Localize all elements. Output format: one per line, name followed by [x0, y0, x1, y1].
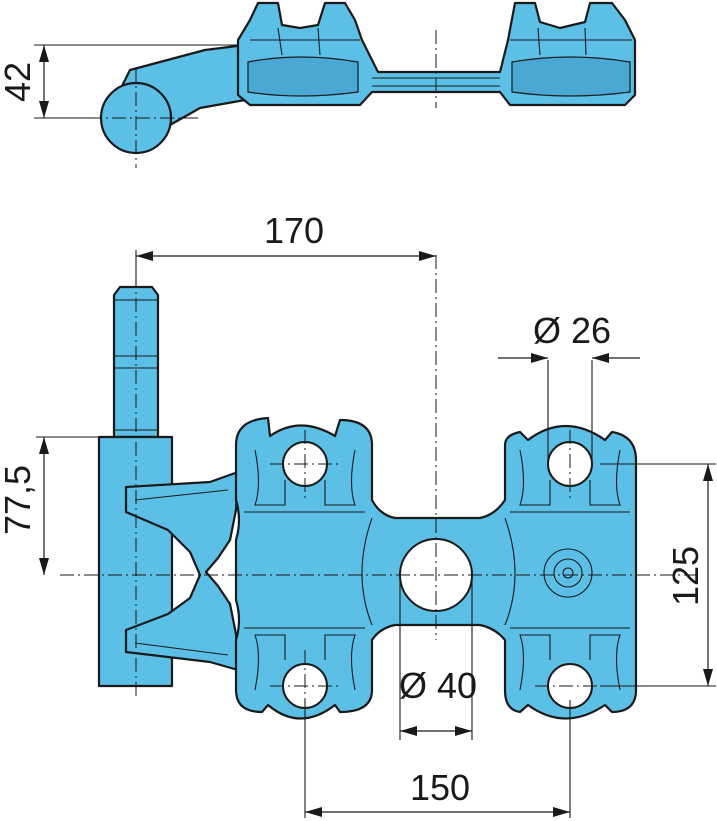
dim-125-label: 125	[665, 546, 706, 606]
dim-125	[600, 463, 716, 687]
dim-170	[135, 250, 436, 285]
dim-diam-26	[498, 353, 640, 462]
side-view	[34, 1, 637, 168]
dim-42-label: 42	[0, 62, 38, 102]
dim-170-label: 170	[264, 210, 324, 251]
dim-diam-40	[399, 578, 473, 740]
dim-150-label: 150	[410, 767, 470, 808]
dim-diam-40-label: Ø 40	[399, 665, 477, 706]
dim-77-5	[36, 436, 172, 575]
side-view-right-recess	[511, 56, 631, 97]
plan-view	[60, 250, 700, 720]
boss-outer	[543, 548, 593, 598]
dim-150	[304, 700, 571, 818]
dim-77-5-label: 77,5	[0, 465, 38, 535]
dim-diam-26-label: Ø 26	[533, 310, 611, 351]
side-view-left-recess	[247, 56, 359, 97]
